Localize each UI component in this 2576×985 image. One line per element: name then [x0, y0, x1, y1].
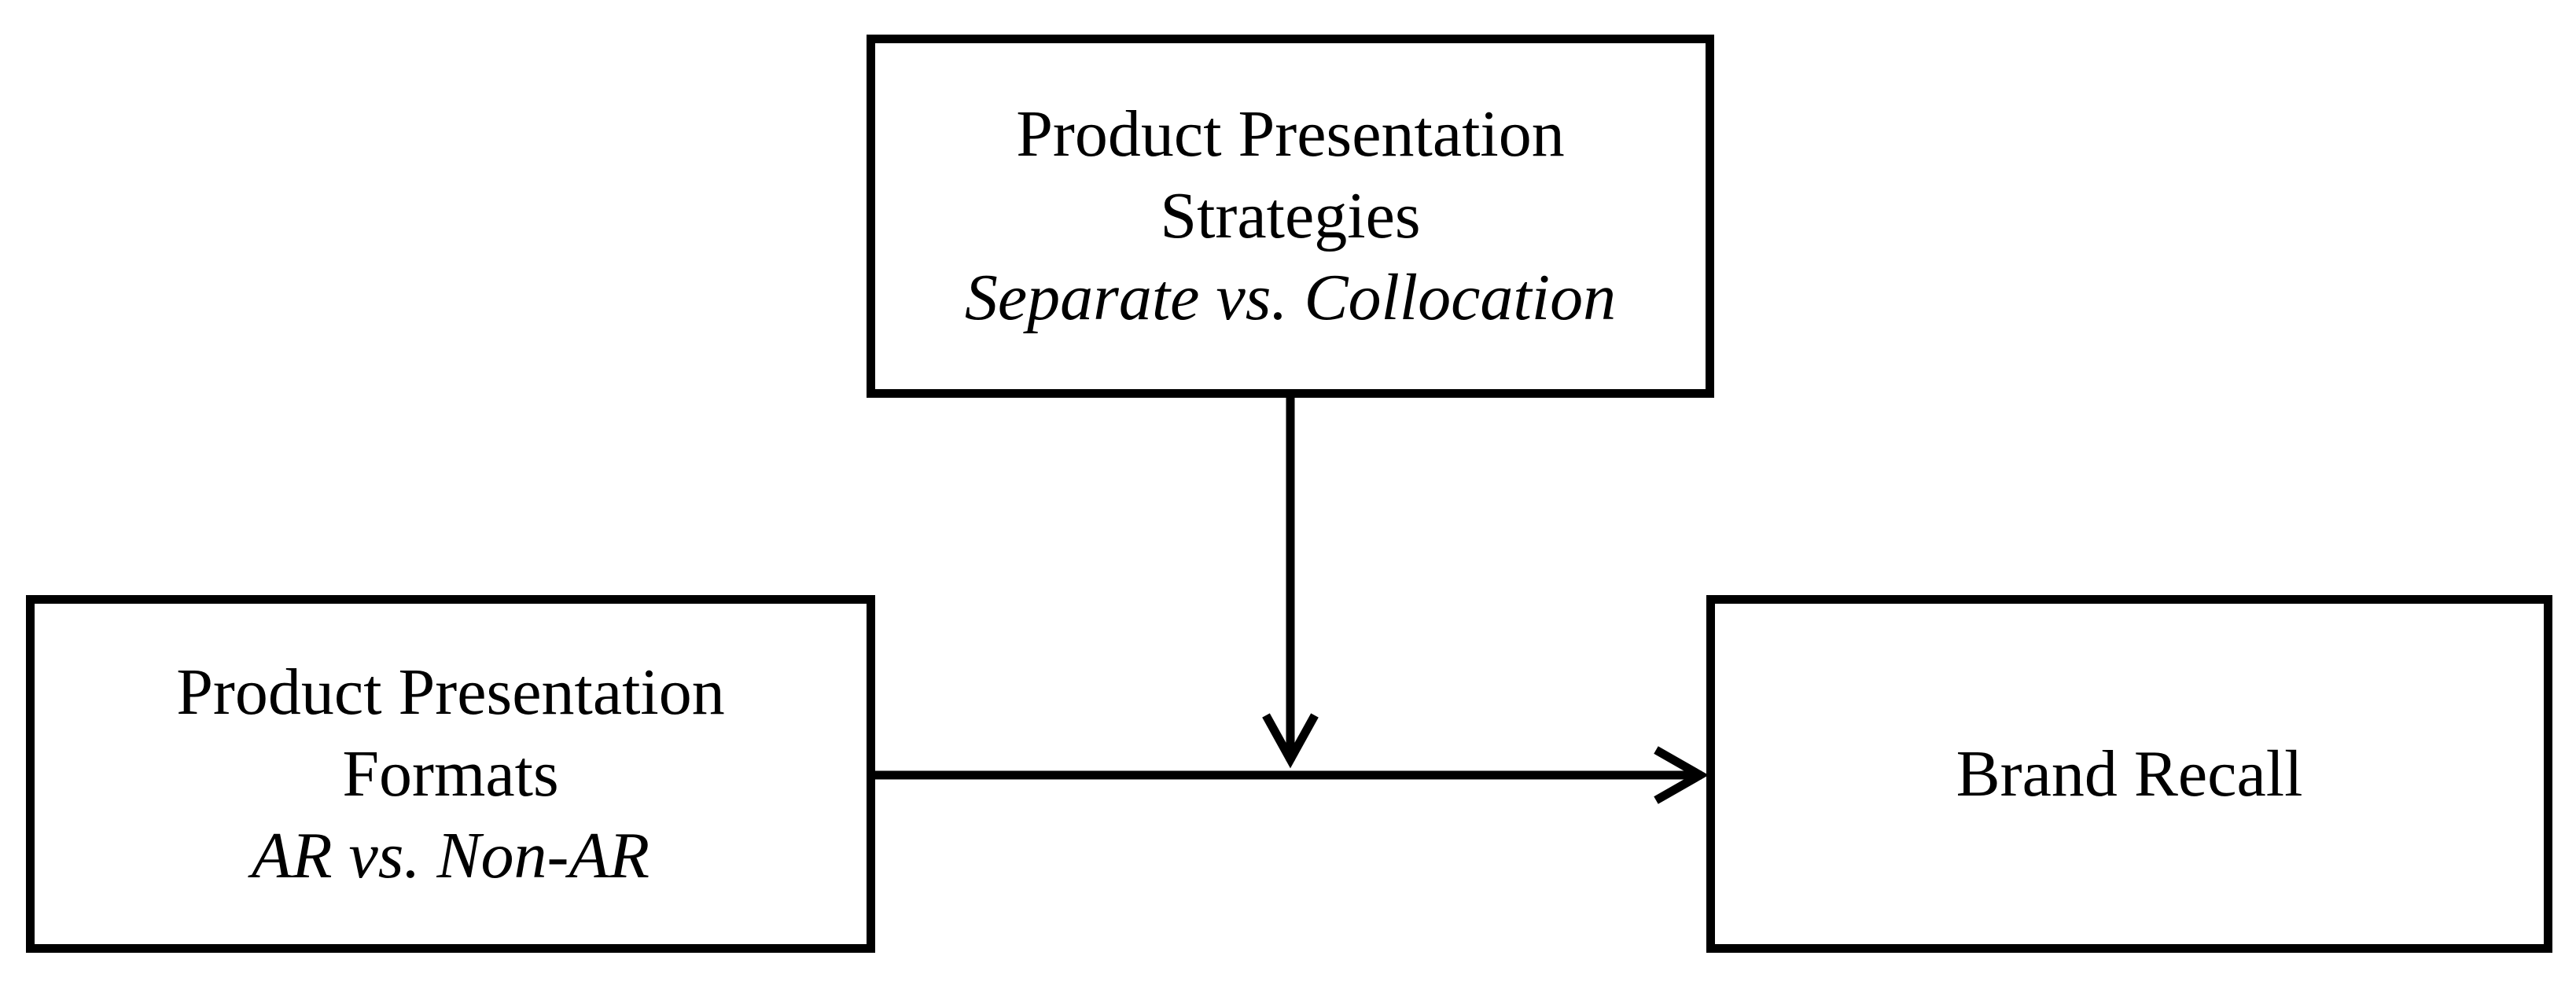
predictor-subtitle: AR vs. Non-AR	[251, 818, 650, 892]
moderator-box-product-presentation-strategies: Product Presentation Strategies Separate…	[867, 35, 1714, 398]
predictor-title-line2: Formats	[342, 737, 559, 810]
moderator-subtitle: Separate vs. Collocation	[964, 261, 1617, 334]
predictor-title-line1: Product Presentation	[176, 655, 725, 729]
moderator-arrow	[1262, 393, 1319, 769]
predictor-to-outcome-arrow	[875, 746, 1709, 804]
outcome-box-brand-recall: Brand Recall	[1706, 595, 2552, 953]
moderator-arrowhead	[1262, 713, 1319, 769]
moderator-title-line1: Product Presentation	[1016, 97, 1565, 171]
predictor-box-product-presentation-formats: Product Presentation Formats AR vs. Non-…	[26, 595, 875, 953]
outcome-title: Brand Recall	[1956, 737, 2303, 810]
predictor-to-outcome-arrowhead	[1654, 746, 1709, 804]
moderator-title-line2: Strategies	[1160, 179, 1421, 252]
